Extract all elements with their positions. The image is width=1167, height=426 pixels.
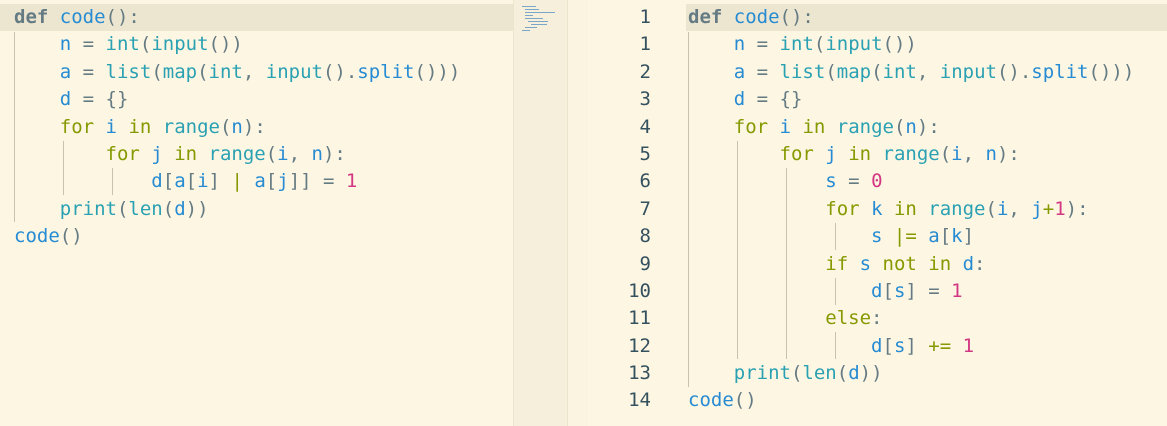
left-editor-pane[interactable]: def code(): n = int(input()) a = list(ma… xyxy=(0,0,513,426)
left-code-block[interactable]: def code(): n = int(input()) a = list(ma… xyxy=(0,4,513,251)
line-number: 12 xyxy=(628,334,651,357)
line-number: 8 xyxy=(639,225,651,248)
code-line[interactable]: a = list(map(int, input().split())) xyxy=(59,60,461,83)
line-number: 11 xyxy=(628,307,651,330)
line-number: 13 xyxy=(628,362,651,385)
minimap-line xyxy=(525,12,555,13)
code-line[interactable]: s = 0 xyxy=(825,170,883,193)
code-line[interactable]: def code(): xyxy=(686,4,1167,32)
indent-guide xyxy=(835,223,836,250)
right-editor-pane[interactable]: 1 1 2 3 4 5 6 7 8 9 10 11 12 13 14 def c… xyxy=(588,0,1167,426)
line-number: 10 xyxy=(628,279,651,302)
minimap-line xyxy=(525,18,543,19)
minimap-line xyxy=(522,6,536,7)
line-number: 3 xyxy=(639,88,651,111)
code-line[interactable]: for j in range(i, n): xyxy=(779,142,1020,165)
code-line[interactable]: for j in range(i, n): xyxy=(105,142,346,165)
code-line[interactable]: d[s] = 1 xyxy=(871,279,963,302)
code-line[interactable]: d[s] += 1 xyxy=(871,334,975,357)
indent-guide xyxy=(112,168,113,195)
minimap-line xyxy=(522,30,530,31)
minimap-line xyxy=(525,15,533,16)
line-number: 7 xyxy=(639,197,651,220)
code-line[interactable]: if s not in d: xyxy=(825,252,986,275)
indent-guide xyxy=(14,32,15,222)
minimap[interactable] xyxy=(513,0,568,426)
code-line[interactable]: s |= a[k] xyxy=(871,225,975,248)
minimap-line xyxy=(528,21,548,22)
code-line[interactable]: for i in range(n): xyxy=(733,115,940,138)
code-line[interactable]: d[a[i] | a[j]] = 1 xyxy=(151,170,358,193)
indent-guide xyxy=(835,278,836,305)
code-line[interactable]: d = {} xyxy=(733,88,803,111)
code-line[interactable]: n = int(input()) xyxy=(59,33,243,56)
code-line[interactable]: for k in range(i, j+1): xyxy=(825,197,1089,220)
code-line[interactable]: else: xyxy=(825,307,883,330)
indent-guide xyxy=(737,141,738,359)
line-number: 1 xyxy=(639,33,651,56)
line-number: 14 xyxy=(628,389,651,412)
indent-guide xyxy=(835,332,836,359)
indent-guide xyxy=(688,32,689,387)
code-line[interactable]: a = list(map(int, input().split())) xyxy=(733,60,1135,83)
code-line[interactable]: code() xyxy=(688,389,757,412)
indent-guide xyxy=(786,168,787,359)
code-line[interactable]: d = {} xyxy=(59,88,129,111)
code-line[interactable]: code() xyxy=(14,225,83,248)
line-number: 2 xyxy=(639,60,651,83)
line-number-gutter: 1 1 2 3 4 5 6 7 8 9 10 11 12 13 14 xyxy=(588,4,651,415)
pane-divider[interactable] xyxy=(567,0,588,426)
code-line[interactable]: for i in range(n): xyxy=(59,115,266,138)
line-number: 6 xyxy=(639,170,651,193)
right-code-block[interactable]: def code(): n = int(input()) a = list(ma… xyxy=(686,4,1167,415)
line-number: 1 xyxy=(639,6,651,28)
code-line[interactable]: def code(): xyxy=(0,4,513,32)
line-number: 4 xyxy=(639,115,651,138)
minimap-line xyxy=(525,9,539,10)
line-number: 5 xyxy=(639,142,651,165)
code-line[interactable]: n = int(input()) xyxy=(733,33,917,56)
minimap-line xyxy=(531,24,547,25)
code-line[interactable]: print(len(d)) xyxy=(733,362,883,385)
minimap-line xyxy=(525,27,537,28)
line-number: 9 xyxy=(639,252,651,275)
indent-guide xyxy=(63,141,64,195)
code-line[interactable]: print(len(d)) xyxy=(59,197,209,220)
